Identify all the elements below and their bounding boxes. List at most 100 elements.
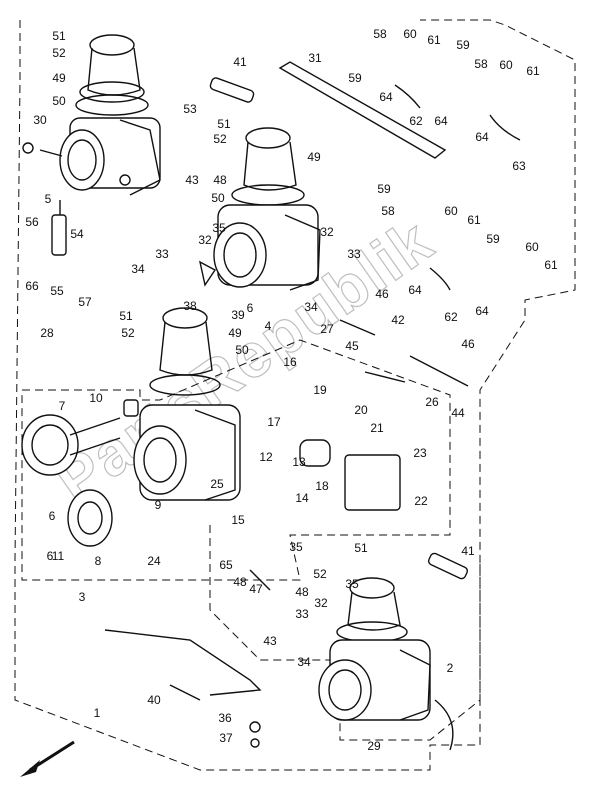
callout-label: 60 — [525, 240, 539, 254]
callout-label: 44 — [451, 406, 465, 420]
callout-label: 11 — [52, 549, 65, 563]
callout-label: 5 — [45, 192, 52, 206]
callout-label: 19 — [313, 383, 327, 397]
callout-label: 9 — [155, 498, 162, 512]
callout-label: 59 — [456, 38, 470, 52]
callout-label: 6 — [49, 509, 56, 523]
callout-label: 57 — [78, 295, 92, 309]
callout-label: 13 — [292, 455, 306, 469]
callout-label: 46 — [375, 287, 389, 301]
callout-label: 29 — [367, 739, 381, 753]
callout-label: 50 — [52, 94, 66, 108]
callout-label: 12 — [259, 450, 273, 464]
carburetor-bottom-left — [21, 307, 241, 547]
callout-label: 63 — [512, 159, 526, 173]
callout-label: 34 — [297, 655, 311, 669]
callout-label: 48 — [213, 173, 227, 187]
callout-label: 7 — [59, 399, 66, 413]
callout-label: 33 — [295, 607, 309, 621]
callout-label: 39 — [231, 308, 245, 322]
callout-label: 48 — [295, 585, 309, 599]
callout-label: 6 — [47, 549, 54, 563]
callout-label: 50 — [235, 343, 249, 357]
callout-label: 64 — [379, 90, 393, 104]
callout-label: 51 — [354, 541, 368, 555]
carburetor-center — [198, 127, 321, 291]
callout-label: 32 — [320, 225, 334, 239]
callout-label: 16 — [283, 355, 297, 369]
callout-label: 36 — [218, 711, 232, 725]
callout-label: 23 — [413, 446, 427, 460]
carburetor-top-left — [39, 34, 161, 256]
callout-label: 24 — [147, 554, 161, 568]
callout-label: 3 — [79, 590, 86, 604]
callout-label: 4 — [265, 319, 272, 333]
callout-label: 59 — [377, 182, 391, 196]
callout-label: 25 — [210, 477, 224, 491]
callout-label: 49 — [307, 150, 321, 164]
callout-label: 46 — [461, 337, 475, 351]
callout-label: 52 — [52, 46, 66, 60]
callout-label: 51 — [119, 309, 133, 323]
callout-label: 42 — [391, 313, 405, 327]
callout-label: 58 — [474, 57, 488, 71]
callout-label: 62 — [444, 310, 458, 324]
callout-label: 10 — [89, 391, 103, 405]
callout-label: 47 — [249, 582, 263, 596]
callout-label: 64 — [475, 130, 489, 144]
callout-label: 40 — [147, 693, 161, 707]
callout-label: 35 — [212, 221, 226, 235]
callout-label: 51 — [52, 29, 66, 43]
callout-label: 59 — [486, 232, 500, 246]
callout-label: 45 — [345, 339, 359, 353]
callout-label: 54 — [70, 227, 84, 241]
callout-label: 49 — [52, 71, 66, 85]
callout-label: 55 — [50, 284, 64, 298]
callout-label: 52 — [213, 132, 227, 146]
callout-label: 49 — [228, 326, 242, 340]
callout-label: 64 — [408, 283, 422, 297]
callout-label: 6 — [247, 301, 254, 315]
callout-label: 58 — [373, 27, 387, 41]
callout-label: 28 — [40, 326, 54, 340]
callout-label: 41 — [233, 55, 247, 69]
callout-label: 8 — [95, 554, 102, 568]
carburetor-bottom-right — [318, 577, 454, 751]
callout-label: 35 — [289, 540, 303, 554]
callout-label: 38 — [183, 299, 197, 313]
callout-label: 52 — [121, 326, 135, 340]
callout-label: 18 — [315, 479, 329, 493]
callout-label: 56 — [25, 215, 39, 229]
callout-label: 60 — [499, 58, 513, 72]
callout-label: 62 — [409, 114, 423, 128]
callout-label: 59 — [348, 71, 362, 85]
callout-label: 17 — [267, 415, 281, 429]
callout-label: 52 — [313, 567, 327, 581]
callout-label: 33 — [347, 247, 361, 261]
callout-label: 32 — [314, 596, 328, 610]
assembly-boundary — [14, 19, 576, 771]
callout-label: 37 — [219, 731, 233, 745]
callout-label: 61 — [467, 213, 481, 227]
callout-label: 66 — [25, 279, 39, 293]
callout-label: 61 — [526, 64, 540, 78]
callout-label: 14 — [295, 491, 309, 505]
callout-label: 34 — [304, 300, 318, 314]
callout-label: 34 — [131, 262, 145, 276]
direction-arrow-icon — [20, 740, 75, 777]
callout-label: 26 — [425, 395, 439, 409]
callout-label: 22 — [414, 494, 428, 508]
callout-label: 2 — [447, 661, 454, 675]
callout-label: 64 — [475, 304, 489, 318]
callout-label: 41 — [461, 544, 475, 558]
callout-label: 30 — [33, 113, 47, 127]
callout-label: 58 — [381, 204, 395, 218]
callout-label: 61 — [544, 258, 558, 272]
callout-label: 60 — [403, 27, 417, 41]
callout-label: 64 — [434, 114, 448, 128]
callout-label: 43 — [185, 173, 199, 187]
callout-label: 65 — [219, 558, 233, 572]
subassembly-box-3 — [21, 339, 451, 581]
